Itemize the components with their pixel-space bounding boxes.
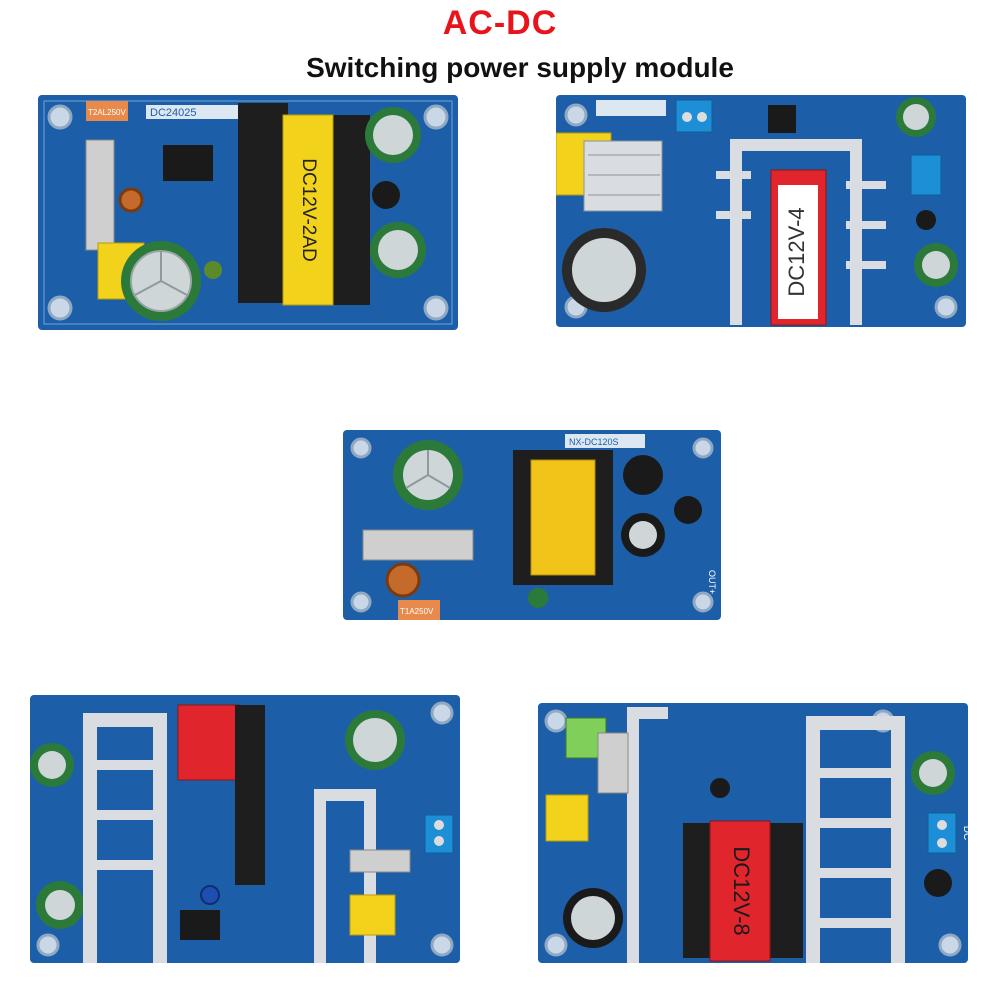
output-inductor [674, 496, 702, 524]
terminal-block [910, 154, 942, 196]
heatsink [83, 713, 167, 963]
mount-hole-icon [36, 933, 60, 957]
heatsink [627, 707, 668, 963]
mount-hole-icon [938, 933, 962, 957]
board-silk-label: DC24025 [150, 107, 196, 119]
heatsink [583, 140, 663, 212]
board-12v-8a: DC12V-8 DC [538, 703, 968, 963]
output-inductor [372, 181, 400, 209]
transformer-label: DC12V-2AD [298, 158, 319, 262]
mount-hole-icon [564, 103, 588, 127]
transformer-yellow [282, 114, 334, 306]
inductor [385, 562, 421, 598]
mount-hole-icon [692, 591, 714, 613]
board-12v-2a: T2AL250V DC24025 DC12V-2AD [38, 95, 458, 330]
fuse [86, 101, 128, 121]
fuse-label: T2AL250V [88, 108, 126, 117]
board-12v-8a-image: DC12V-8 DC [538, 703, 968, 963]
board-12v-6a-image [30, 695, 460, 963]
x-capacitor [349, 894, 396, 936]
board-12v-2a-image: T2AL250V DC24025 DC12V-2AD [38, 95, 458, 330]
board-12v-4a: DC12V-4 [556, 95, 966, 327]
output-label: DC [961, 826, 968, 840]
mount-hole-icon [430, 701, 454, 725]
transformer-core [235, 705, 265, 885]
transformer-label: DC12V-8 [729, 846, 754, 935]
board-12v-1a-image: NX-DC120S T1A250V OUT+ [343, 430, 721, 620]
x-capacitor [545, 794, 589, 842]
mount-hole-icon [350, 591, 372, 613]
transformer-label: DC12V-4 [784, 207, 809, 296]
heatsink-plate [362, 529, 474, 561]
mount-hole-icon [47, 295, 73, 321]
transformer-core [238, 103, 288, 303]
mount-hole-icon [544, 709, 568, 733]
board-12v-6a [30, 695, 460, 963]
heatsink [730, 139, 862, 325]
output-inductor [924, 869, 952, 897]
y-capacitor [204, 261, 222, 279]
board-silk-label: NX-DC120S [569, 437, 619, 447]
output-capacitor [623, 455, 663, 495]
heatsink [806, 716, 905, 963]
mount-hole-icon [544, 933, 568, 957]
heatsink-plate [85, 139, 115, 251]
board-12v-1a: NX-DC120S T1A250V OUT+ [343, 430, 721, 620]
page-title: AC-DC [442, 4, 558, 42]
transformer-red [177, 704, 241, 781]
heatsink [314, 789, 376, 963]
output-label: OUT+ [707, 570, 717, 594]
transformer-yellow [530, 459, 596, 576]
ic-chip [163, 145, 213, 181]
mount-hole-icon [430, 933, 454, 957]
mount-hole-icon [47, 104, 73, 130]
mount-hole-icon [423, 104, 449, 130]
page-subtitle: Switching power supply module [306, 52, 734, 83]
mount-hole-icon [350, 437, 372, 459]
fuse-label: T1A250V [400, 607, 434, 616]
mount-hole-icon [934, 295, 958, 319]
board-12v-4a-image: DC12V-4 [556, 95, 966, 327]
ic-chip [768, 105, 796, 133]
mount-hole-icon [423, 295, 449, 321]
transformer-red [709, 820, 771, 962]
fuse [398, 600, 440, 620]
inductor [118, 187, 144, 213]
mount-hole-icon [692, 437, 714, 459]
ic-chip [180, 910, 220, 940]
